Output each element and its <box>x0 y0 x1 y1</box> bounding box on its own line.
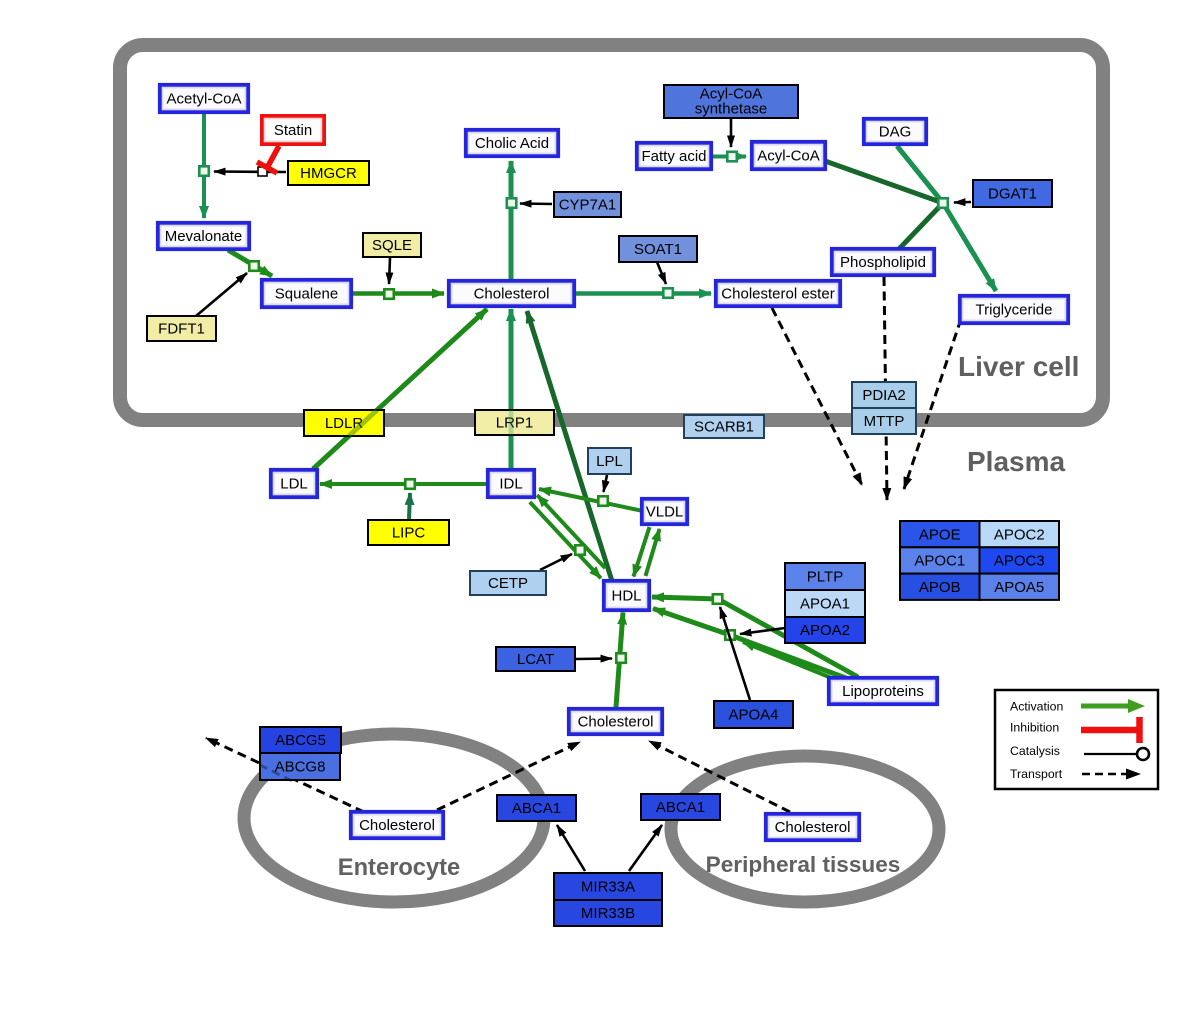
svg-text:HMGCR: HMGCR <box>300 165 357 182</box>
svg-text:APOA4: APOA4 <box>728 707 778 724</box>
svg-text:Cholesterol: Cholesterol <box>775 819 851 836</box>
svg-text:synthetase: synthetase <box>695 101 768 118</box>
svg-text:LPL: LPL <box>596 453 623 470</box>
svg-text:Fatty acid: Fatty acid <box>641 148 706 165</box>
svg-text:APOC3: APOC3 <box>994 553 1045 570</box>
svg-text:DGAT1: DGAT1 <box>988 186 1037 203</box>
svg-text:Cholesterol ester: Cholesterol ester <box>721 286 834 303</box>
svg-text:Squalene: Squalene <box>275 286 338 303</box>
svg-text:Enterocyte: Enterocyte <box>338 855 460 881</box>
svg-text:FDFT1: FDFT1 <box>158 321 205 338</box>
svg-text:Liver cell: Liver cell <box>958 351 1079 382</box>
svg-text:APOE: APOE <box>919 526 961 543</box>
svg-text:MIR33A: MIR33A <box>581 879 635 896</box>
svg-text:SCARB1: SCARB1 <box>694 419 754 436</box>
svg-text:MTTP: MTTP <box>864 413 905 430</box>
svg-text:Acyl-CoA: Acyl-CoA <box>700 86 763 103</box>
svg-text:APOA2: APOA2 <box>800 622 850 639</box>
svg-text:PLTP: PLTP <box>807 569 843 586</box>
svg-text:Acyl-CoA: Acyl-CoA <box>757 148 820 165</box>
svg-text:SQLE: SQLE <box>372 237 412 254</box>
svg-text:APOA1: APOA1 <box>800 596 850 613</box>
svg-text:DAG: DAG <box>879 124 912 141</box>
svg-text:PDIA2: PDIA2 <box>862 387 905 404</box>
svg-text:CETP: CETP <box>488 575 528 592</box>
svg-text:Peripheral tissues: Peripheral tissues <box>706 852 901 877</box>
svg-text:Transport: Transport <box>1010 767 1063 781</box>
svg-text:APOC1: APOC1 <box>914 553 965 570</box>
svg-text:SOAT1: SOAT1 <box>634 241 682 258</box>
svg-text:LDLR: LDLR <box>325 415 364 432</box>
svg-text:MIR33B: MIR33B <box>581 905 635 922</box>
svg-text:Activation: Activation <box>1010 700 1063 714</box>
svg-text:Cholesterol: Cholesterol <box>578 714 654 731</box>
svg-text:Phospholipid: Phospholipid <box>840 254 926 271</box>
svg-text:ABCG8: ABCG8 <box>275 759 326 776</box>
svg-text:APOC2: APOC2 <box>994 526 1045 543</box>
svg-text:Inhibition: Inhibition <box>1010 721 1059 735</box>
svg-text:Plasma: Plasma <box>967 446 1065 477</box>
svg-text:VLDL: VLDL <box>646 504 684 521</box>
svg-text:Cholesterol: Cholesterol <box>359 817 435 834</box>
svg-text:Lipoproteins: Lipoproteins <box>842 683 924 700</box>
svg-text:Catalysis: Catalysis <box>1010 744 1060 758</box>
svg-text:Cholic Acid: Cholic Acid <box>475 135 549 152</box>
svg-text:LCAT: LCAT <box>517 651 554 668</box>
svg-text:ABCG5: ABCG5 <box>275 732 326 749</box>
svg-text:Triglyceride: Triglyceride <box>976 302 1053 319</box>
svg-text:Statin: Statin <box>274 122 312 139</box>
svg-text:APOA5: APOA5 <box>994 579 1044 596</box>
svg-text:ABCA1: ABCA1 <box>656 799 705 816</box>
svg-text:LDL: LDL <box>280 476 308 493</box>
svg-text:Mevalonate: Mevalonate <box>165 228 243 245</box>
svg-text:LIPC: LIPC <box>392 525 426 542</box>
svg-text:HDL: HDL <box>611 588 641 605</box>
svg-text:ABCA1: ABCA1 <box>512 800 561 817</box>
svg-text:Acetyl-CoA: Acetyl-CoA <box>166 91 241 108</box>
svg-text:Cholesterol: Cholesterol <box>474 286 550 303</box>
svg-text:LRP1: LRP1 <box>496 415 534 432</box>
svg-text:IDL: IDL <box>499 476 522 493</box>
svg-text:CYP7A1: CYP7A1 <box>559 197 617 214</box>
svg-text:APOB: APOB <box>919 579 961 596</box>
